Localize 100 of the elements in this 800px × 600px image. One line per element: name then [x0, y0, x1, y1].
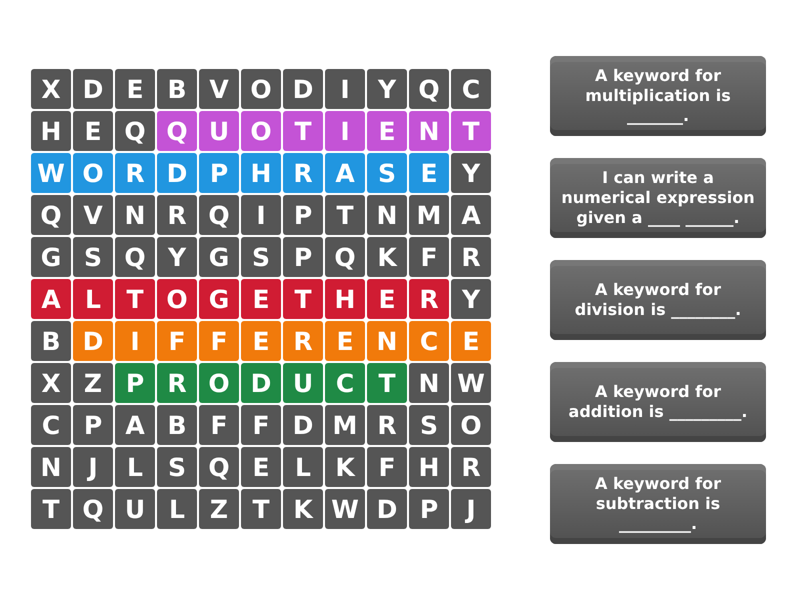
letter-tile: S [73, 237, 113, 277]
letter-tile: U [115, 489, 155, 529]
letter-tile: F [241, 405, 281, 445]
letter-tile: T [115, 279, 155, 319]
letter-tile: Q [115, 237, 155, 277]
letter-tile: F [199, 405, 239, 445]
letter-tile: O [451, 405, 491, 445]
letter-tile: I [325, 111, 365, 151]
letter-tile: A [451, 195, 491, 235]
letter-tile: R [283, 153, 323, 193]
letter-tile: P [73, 405, 113, 445]
letter-tile: H [325, 279, 365, 319]
letter-tile: F [199, 321, 239, 361]
letter-tile: B [157, 69, 197, 109]
letter-tile: P [199, 153, 239, 193]
letter-tile: L [157, 489, 197, 529]
letter-tile: V [73, 195, 113, 235]
letter-tile: N [367, 321, 407, 361]
letter-tile: N [409, 111, 449, 151]
letter-tile: L [115, 447, 155, 487]
letter-tile: N [31, 447, 71, 487]
letter-tile: R [157, 195, 197, 235]
letter-tile: F [409, 237, 449, 277]
letter-tile: S [409, 405, 449, 445]
letter-tile: F [367, 447, 407, 487]
letter-tile: J [73, 447, 113, 487]
letter-tile: J [451, 489, 491, 529]
letter-tile: E [325, 321, 365, 361]
letter-tile: P [283, 237, 323, 277]
letter-tile: Q [157, 111, 197, 151]
letter-tile: E [241, 447, 281, 487]
letter-tile: O [157, 279, 197, 319]
clue-card: I can write a numerical expression given a ____ ______. [550, 158, 766, 238]
letter-tile: Q [115, 111, 155, 151]
letter-tile: T [367, 363, 407, 403]
letter-tile: N [367, 195, 407, 235]
letter-tile: T [241, 489, 281, 529]
letter-tile: Q [31, 195, 71, 235]
letter-tile: D [157, 153, 197, 193]
letter-tile: E [241, 321, 281, 361]
letter-tile: T [451, 111, 491, 151]
letter-tile: E [241, 279, 281, 319]
letter-tile: Q [199, 447, 239, 487]
letter-tile: R [451, 237, 491, 277]
letter-tile: O [241, 111, 281, 151]
letter-tile: D [73, 69, 113, 109]
letter-tile: D [367, 489, 407, 529]
letter-tile: N [409, 363, 449, 403]
letter-tile: G [199, 279, 239, 319]
letter-tile: A [115, 405, 155, 445]
letter-tile: G [199, 237, 239, 277]
letter-tile: U [199, 111, 239, 151]
letter-tile: E [73, 111, 113, 151]
letter-tile: R [283, 321, 323, 361]
clue-card: A keyword for multiplication is _______. [550, 56, 766, 136]
letter-tile: S [157, 447, 197, 487]
letter-tile: C [325, 363, 365, 403]
letter-tile: Z [73, 363, 113, 403]
letter-tile: S [241, 237, 281, 277]
letter-tile: M [409, 195, 449, 235]
letter-tile: Y [367, 69, 407, 109]
clue-card: A keyword for division is ________. [550, 260, 766, 340]
letter-tile: X [31, 363, 71, 403]
letter-tile: C [409, 321, 449, 361]
letter-tile: E [451, 321, 491, 361]
letter-tile: K [367, 237, 407, 277]
letter-tile: F [157, 321, 197, 361]
letter-tile: U [283, 363, 323, 403]
letter-tile: R [367, 405, 407, 445]
letter-tile: S [367, 153, 407, 193]
letter-tile: L [283, 447, 323, 487]
letter-tile: I [241, 195, 281, 235]
clue-card: A keyword for addition is _________. [550, 362, 766, 442]
letter-tile: M [325, 405, 365, 445]
letter-tile: A [31, 279, 71, 319]
letter-tile: L [73, 279, 113, 319]
letter-tile: W [451, 363, 491, 403]
letter-tile: E [115, 69, 155, 109]
letter-tile: P [409, 489, 449, 529]
letter-tile: K [283, 489, 323, 529]
letter-tile: D [73, 321, 113, 361]
letter-tile: G [31, 237, 71, 277]
letter-tile: T [31, 489, 71, 529]
letter-tile: W [325, 489, 365, 529]
letter-tile: Y [451, 279, 491, 319]
letter-tile: I [325, 69, 365, 109]
letter-tile: Y [451, 153, 491, 193]
clue-card: A keyword for subtraction is _________. [550, 464, 766, 544]
letter-tile: H [31, 111, 71, 151]
letter-tile: E [367, 111, 407, 151]
letter-tile: T [283, 111, 323, 151]
letter-tile: T [283, 279, 323, 319]
letter-tile: E [409, 153, 449, 193]
letter-tile: Q [73, 489, 113, 529]
letter-tile: Z [199, 489, 239, 529]
letter-tile: B [31, 321, 71, 361]
letter-tile: T [325, 195, 365, 235]
letter-tile: W [31, 153, 71, 193]
letter-tile: D [283, 69, 323, 109]
letter-tile: Q [409, 69, 449, 109]
